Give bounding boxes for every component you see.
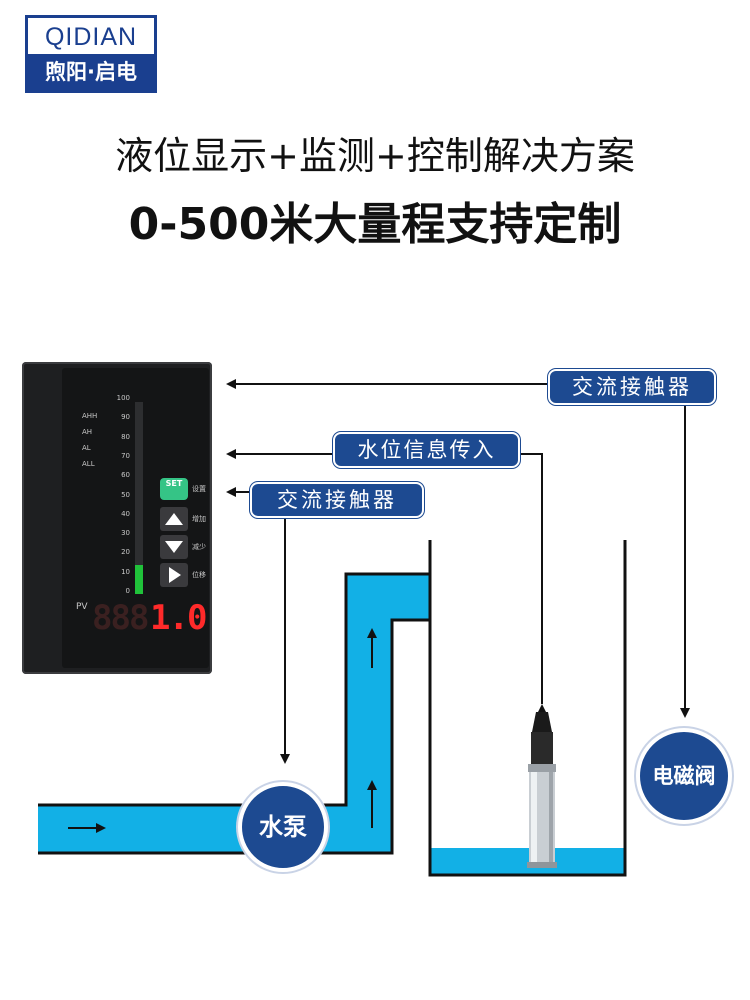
- scale-tick-label: 0: [125, 587, 130, 595]
- triangle-down-icon: [165, 541, 183, 553]
- brand-name-cn: 煦阳·启电: [28, 54, 154, 90]
- bargraph-track: [135, 402, 143, 594]
- control-wires: [226, 379, 690, 764]
- shift-key[interactable]: [160, 563, 188, 587]
- scale-tick-label: 70: [121, 451, 130, 460]
- flow-arrows: [68, 628, 377, 833]
- top-pipe-water: [346, 574, 430, 620]
- scale-tick-label: 30: [121, 529, 130, 538]
- key-label-shift: 位移: [192, 571, 206, 579]
- level-sensor: [527, 712, 557, 868]
- alarm-label: AL: [82, 444, 91, 452]
- brand-name-en: QIDIAN: [44, 23, 138, 51]
- pump-circle: 水泵: [238, 782, 328, 872]
- scale-tick-label: 10: [121, 567, 130, 576]
- riser-pipe-water: [346, 574, 392, 853]
- headline-line1: 液位显示+监测+控制解决方案: [115, 134, 635, 178]
- scale-tick-label: 60: [121, 471, 130, 480]
- key-label-down: 减少: [192, 543, 206, 551]
- headline-line2: 0-500米大量程支持定制: [128, 199, 622, 250]
- scale-tick-label: 80: [121, 432, 130, 441]
- display-dim-digits: 888: [92, 598, 149, 638]
- label-water-level-in: 水位信息传入: [333, 432, 520, 468]
- alarm-label: AHH: [82, 412, 98, 420]
- tank-water: [430, 848, 625, 874]
- alarm-label: ALL: [82, 460, 95, 468]
- label-contactor-mid: 交流接触器: [250, 482, 424, 518]
- key-label-up: 增加: [192, 515, 206, 523]
- pipe-walls: [38, 540, 627, 877]
- alarm-label: AH: [82, 428, 93, 436]
- scale-tick-label: 20: [121, 548, 130, 557]
- display-value: 1.0: [150, 598, 207, 638]
- up-key[interactable]: [160, 507, 188, 531]
- brand-logo: QIDIAN 煦阳·启电: [25, 15, 157, 93]
- triangle-up-icon: [165, 513, 183, 525]
- scale-tick-label: 100: [116, 394, 130, 402]
- pv-label: PV: [76, 602, 88, 612]
- triangle-right-icon: [169, 567, 181, 583]
- down-key[interactable]: [160, 535, 188, 559]
- scale-tick-label: 50: [121, 490, 130, 499]
- key-label-set: 设置: [192, 485, 206, 493]
- scale-tick-label: 90: [121, 413, 130, 422]
- set-key[interactable]: SET: [160, 478, 188, 500]
- bargraph-fill: [135, 565, 143, 594]
- valve-circle: 电磁阀: [636, 728, 732, 824]
- label-contactor-top: 交流接触器: [548, 369, 716, 405]
- scale-tick-label: 40: [121, 509, 130, 518]
